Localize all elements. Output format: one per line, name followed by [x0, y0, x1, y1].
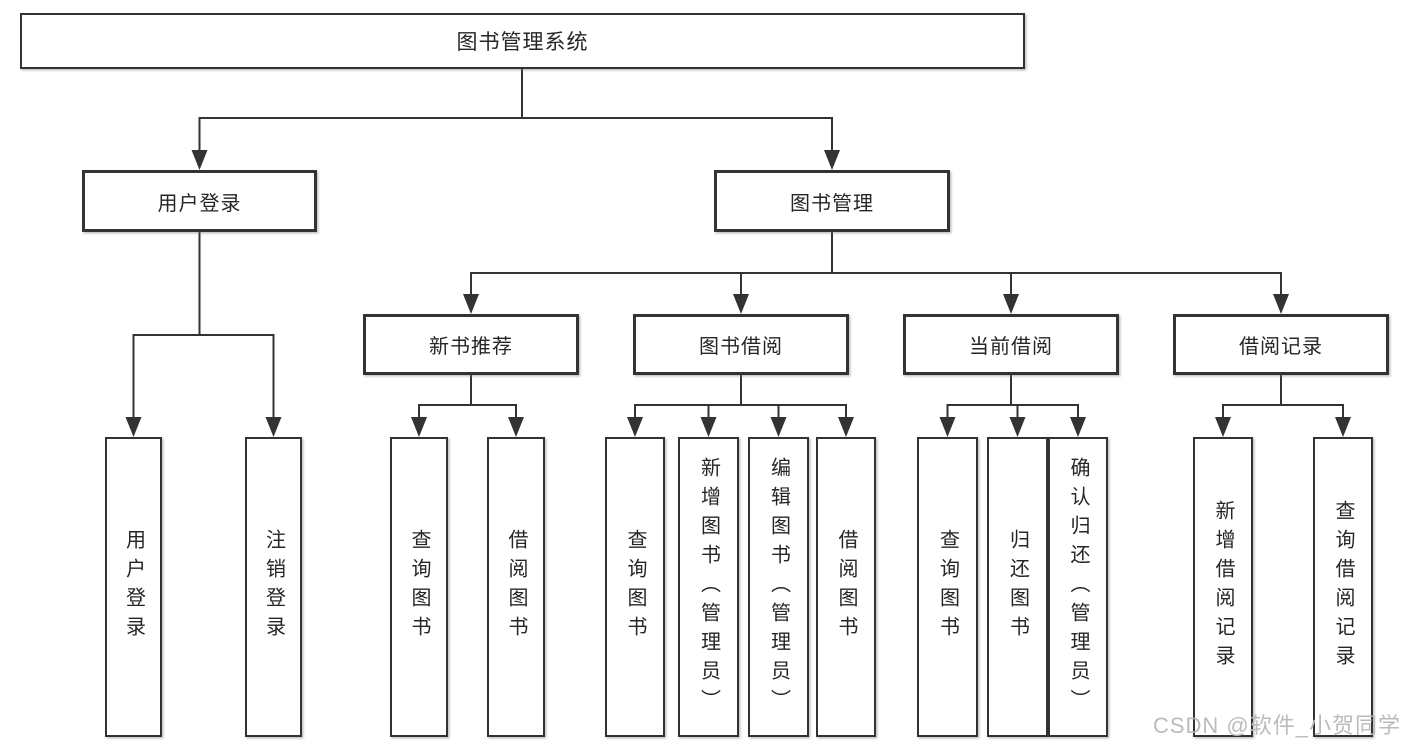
- leaf-query-books-1-label: 查询图书: [408, 529, 430, 645]
- leaf-add-books-admin: 新增图书（管理员）: [678, 437, 739, 737]
- leaf-edit-books-admin: 编辑图书（管理员）: [748, 437, 809, 737]
- leaf-borrow-books-1: 借阅图书: [487, 437, 545, 737]
- leaf-add-books-admin-label: 新增图书（管理员）: [697, 456, 720, 718]
- node-new-book-recommend-label: 新书推荐: [429, 336, 513, 358]
- leaf-query-books-3: 查询图书: [917, 437, 978, 737]
- leaf-return-books: 归还图书: [987, 437, 1048, 737]
- leaf-logout-label: 注销登录: [262, 529, 285, 645]
- leaf-query-books-2-label: 查询图书: [624, 529, 646, 645]
- leaf-borrow-books-1-label: 借阅图书: [505, 529, 527, 645]
- node-book-management: 图书管理: [714, 170, 950, 232]
- csdn-watermark: CSDN @软件_小贺同学: [1152, 713, 1401, 738]
- leaf-edit-books-admin-label: 编辑图书（管理员）: [767, 456, 790, 718]
- leaf-confirm-return-admin-label: 确认归还（管理员）: [1067, 456, 1089, 718]
- arrowheads: [125, 150, 1351, 437]
- node-current-borrowing-label: 当前借阅: [969, 336, 1053, 358]
- node-borrowing-records: 借阅记录: [1173, 314, 1389, 375]
- leaf-borrow-books-2: 借阅图书: [816, 437, 876, 737]
- leaf-user-login-label: 用户登录: [122, 529, 145, 645]
- node-current-borrowing: 当前借阅: [903, 314, 1119, 375]
- node-user-login-label: 用户登录: [157, 192, 242, 215]
- node-borrowing-records-label: 借阅记录: [1239, 336, 1323, 358]
- leaf-logout: 注销登录: [245, 437, 302, 737]
- node-book-borrowing: 图书借阅: [633, 314, 849, 375]
- node-library-system: 图书管理系统: [20, 13, 1025, 69]
- leaf-add-borrow-record-label: 新增借阅记录: [1212, 500, 1234, 674]
- leaf-query-borrow-record: 查询借阅记录: [1313, 437, 1373, 737]
- leaf-query-books-2: 查询图书: [605, 437, 665, 737]
- node-book-management-label: 图书管理: [790, 192, 874, 215]
- node-library-system-label: 图书管理系统: [456, 31, 589, 54]
- node-new-book-recommend: 新书推荐: [363, 314, 579, 375]
- leaf-query-books-1: 查询图书: [390, 437, 448, 737]
- leaf-user-login: 用户登录: [105, 437, 162, 737]
- leaf-return-books-label: 归还图书: [1006, 529, 1029, 645]
- node-user-login: 用户登录: [82, 170, 317, 232]
- leaf-borrow-books-2-label: 借阅图书: [835, 529, 857, 645]
- leaf-query-borrow-record-label: 查询借阅记录: [1332, 500, 1354, 674]
- leaf-add-borrow-record: 新增借阅记录: [1193, 437, 1253, 737]
- leaf-confirm-return-admin: 确认归还（管理员）: [1048, 437, 1108, 737]
- leaf-query-books-3-label: 查询图书: [936, 529, 959, 645]
- node-book-borrowing-label: 图书借阅: [699, 336, 783, 358]
